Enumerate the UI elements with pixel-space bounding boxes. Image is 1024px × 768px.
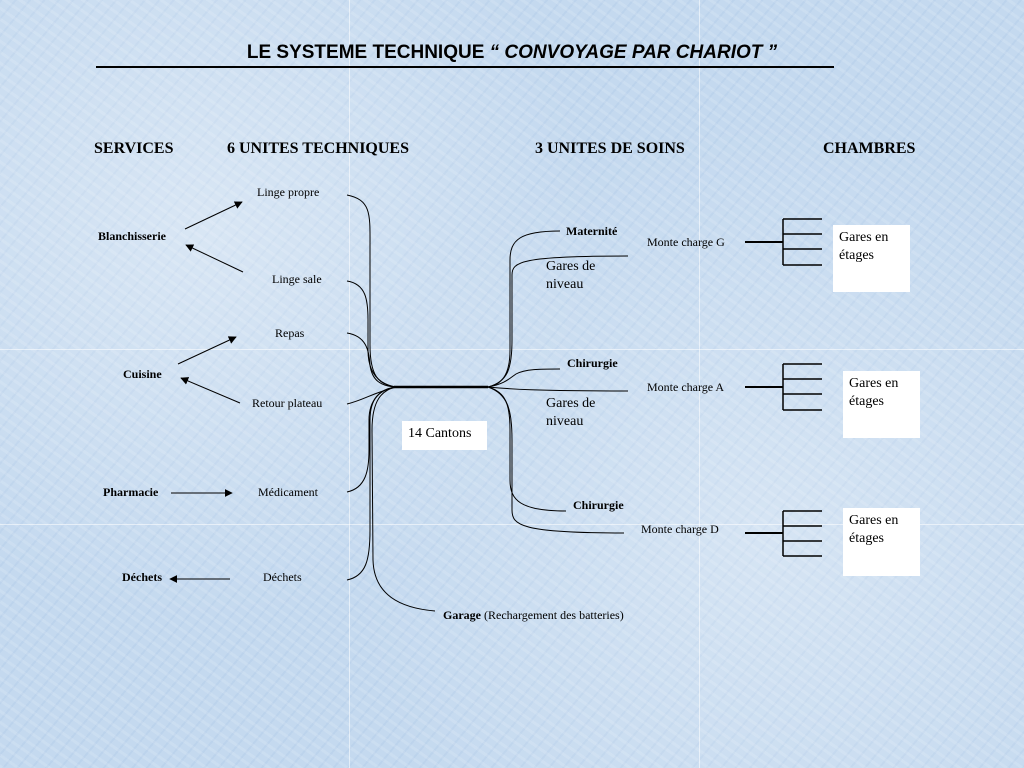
service-cuisine: Cuisine (123, 367, 162, 381)
branch-linge-propre (346, 194, 397, 388)
room-stations-g: Gares en étages (833, 225, 910, 292)
tech-unit-linge-sale: Linge sale (272, 272, 322, 286)
page-title: LE SYSTEME TECHNIQUE “ CONVOYAGE PAR CHA… (0, 42, 1024, 64)
title-italic: “ CONVOYAGE PAR CHARIOT ” (489, 42, 778, 63)
branch-linge-sale (346, 280, 397, 388)
branch-chirurgie-1-floor (487, 386, 629, 392)
lift-g: Monte charge G (647, 235, 725, 249)
lift-d: Monte charge D (641, 522, 719, 536)
tech-unit-medicament: Médicament (258, 485, 318, 499)
service-pharmacie: Pharmacie (103, 485, 159, 499)
fork-d (782, 510, 822, 557)
care-unit-chirurgie-2: Chirurgie (573, 498, 624, 512)
service-blanchisserie: Blanchisserie (98, 229, 166, 243)
garage-title: Garage (443, 608, 481, 622)
tech-unit-retour-plateau: Retour plateau (252, 396, 323, 410)
garage-detail: (Rechargement des batteries) (484, 608, 624, 622)
background-seam (0, 524, 1024, 525)
branch-garage (371, 386, 436, 612)
header-care-units: 3 UNITES DE SOINS (535, 140, 685, 157)
branch-dechets (346, 386, 397, 581)
arrow-retour-plateau-to-cuisine (180, 377, 241, 404)
arrow-cuisine-to-repas (177, 336, 237, 365)
header-technical-units: 6 UNITES TECHNIQUES (227, 140, 409, 157)
header-rooms: CHAMBRES (823, 140, 916, 157)
lift-a: Monte charge A (647, 380, 725, 394)
room-stations-d: Gares en étages (843, 508, 920, 576)
arrow-linge-sale-to-blanchisserie (185, 244, 244, 273)
floor-stations-1: Gares de niveau (546, 259, 596, 292)
floor-stations-2: Gares de niveau (546, 396, 596, 429)
care-unit-maternite: Maternité (566, 224, 618, 238)
branch-chirurgie-2-floor (487, 386, 625, 534)
branch-maternite-floor (487, 255, 629, 388)
branch-medicament (346, 386, 397, 493)
care-unit-chirurgie-1: Chirurgie (567, 356, 618, 370)
fork-a (782, 363, 822, 411)
service-dechets: Déchets (122, 570, 162, 584)
room-stations-a: Gares en étages (843, 371, 920, 438)
tech-unit-repas: Repas (275, 326, 305, 340)
title-underline (96, 66, 834, 68)
title-main: LE SYSTEME TECHNIQUE (246, 42, 485, 63)
header-services: SERVICES (94, 140, 174, 157)
branch-repas (346, 332, 397, 388)
hub-cantons-box: 14 Cantons (402, 421, 487, 450)
tech-unit-dechets: Déchets (263, 570, 302, 584)
garage-label: Garage (Rechargement des batteries) (443, 608, 624, 623)
branch-maternite (487, 230, 561, 388)
fork-g (782, 218, 822, 266)
background-seam (699, 0, 700, 768)
background-seam (349, 0, 350, 768)
tech-unit-linge-propre: Linge propre (257, 185, 320, 199)
arrow-blanchisserie-to-linge-propre (184, 201, 243, 230)
branch-chirurgie-1 (487, 368, 561, 388)
